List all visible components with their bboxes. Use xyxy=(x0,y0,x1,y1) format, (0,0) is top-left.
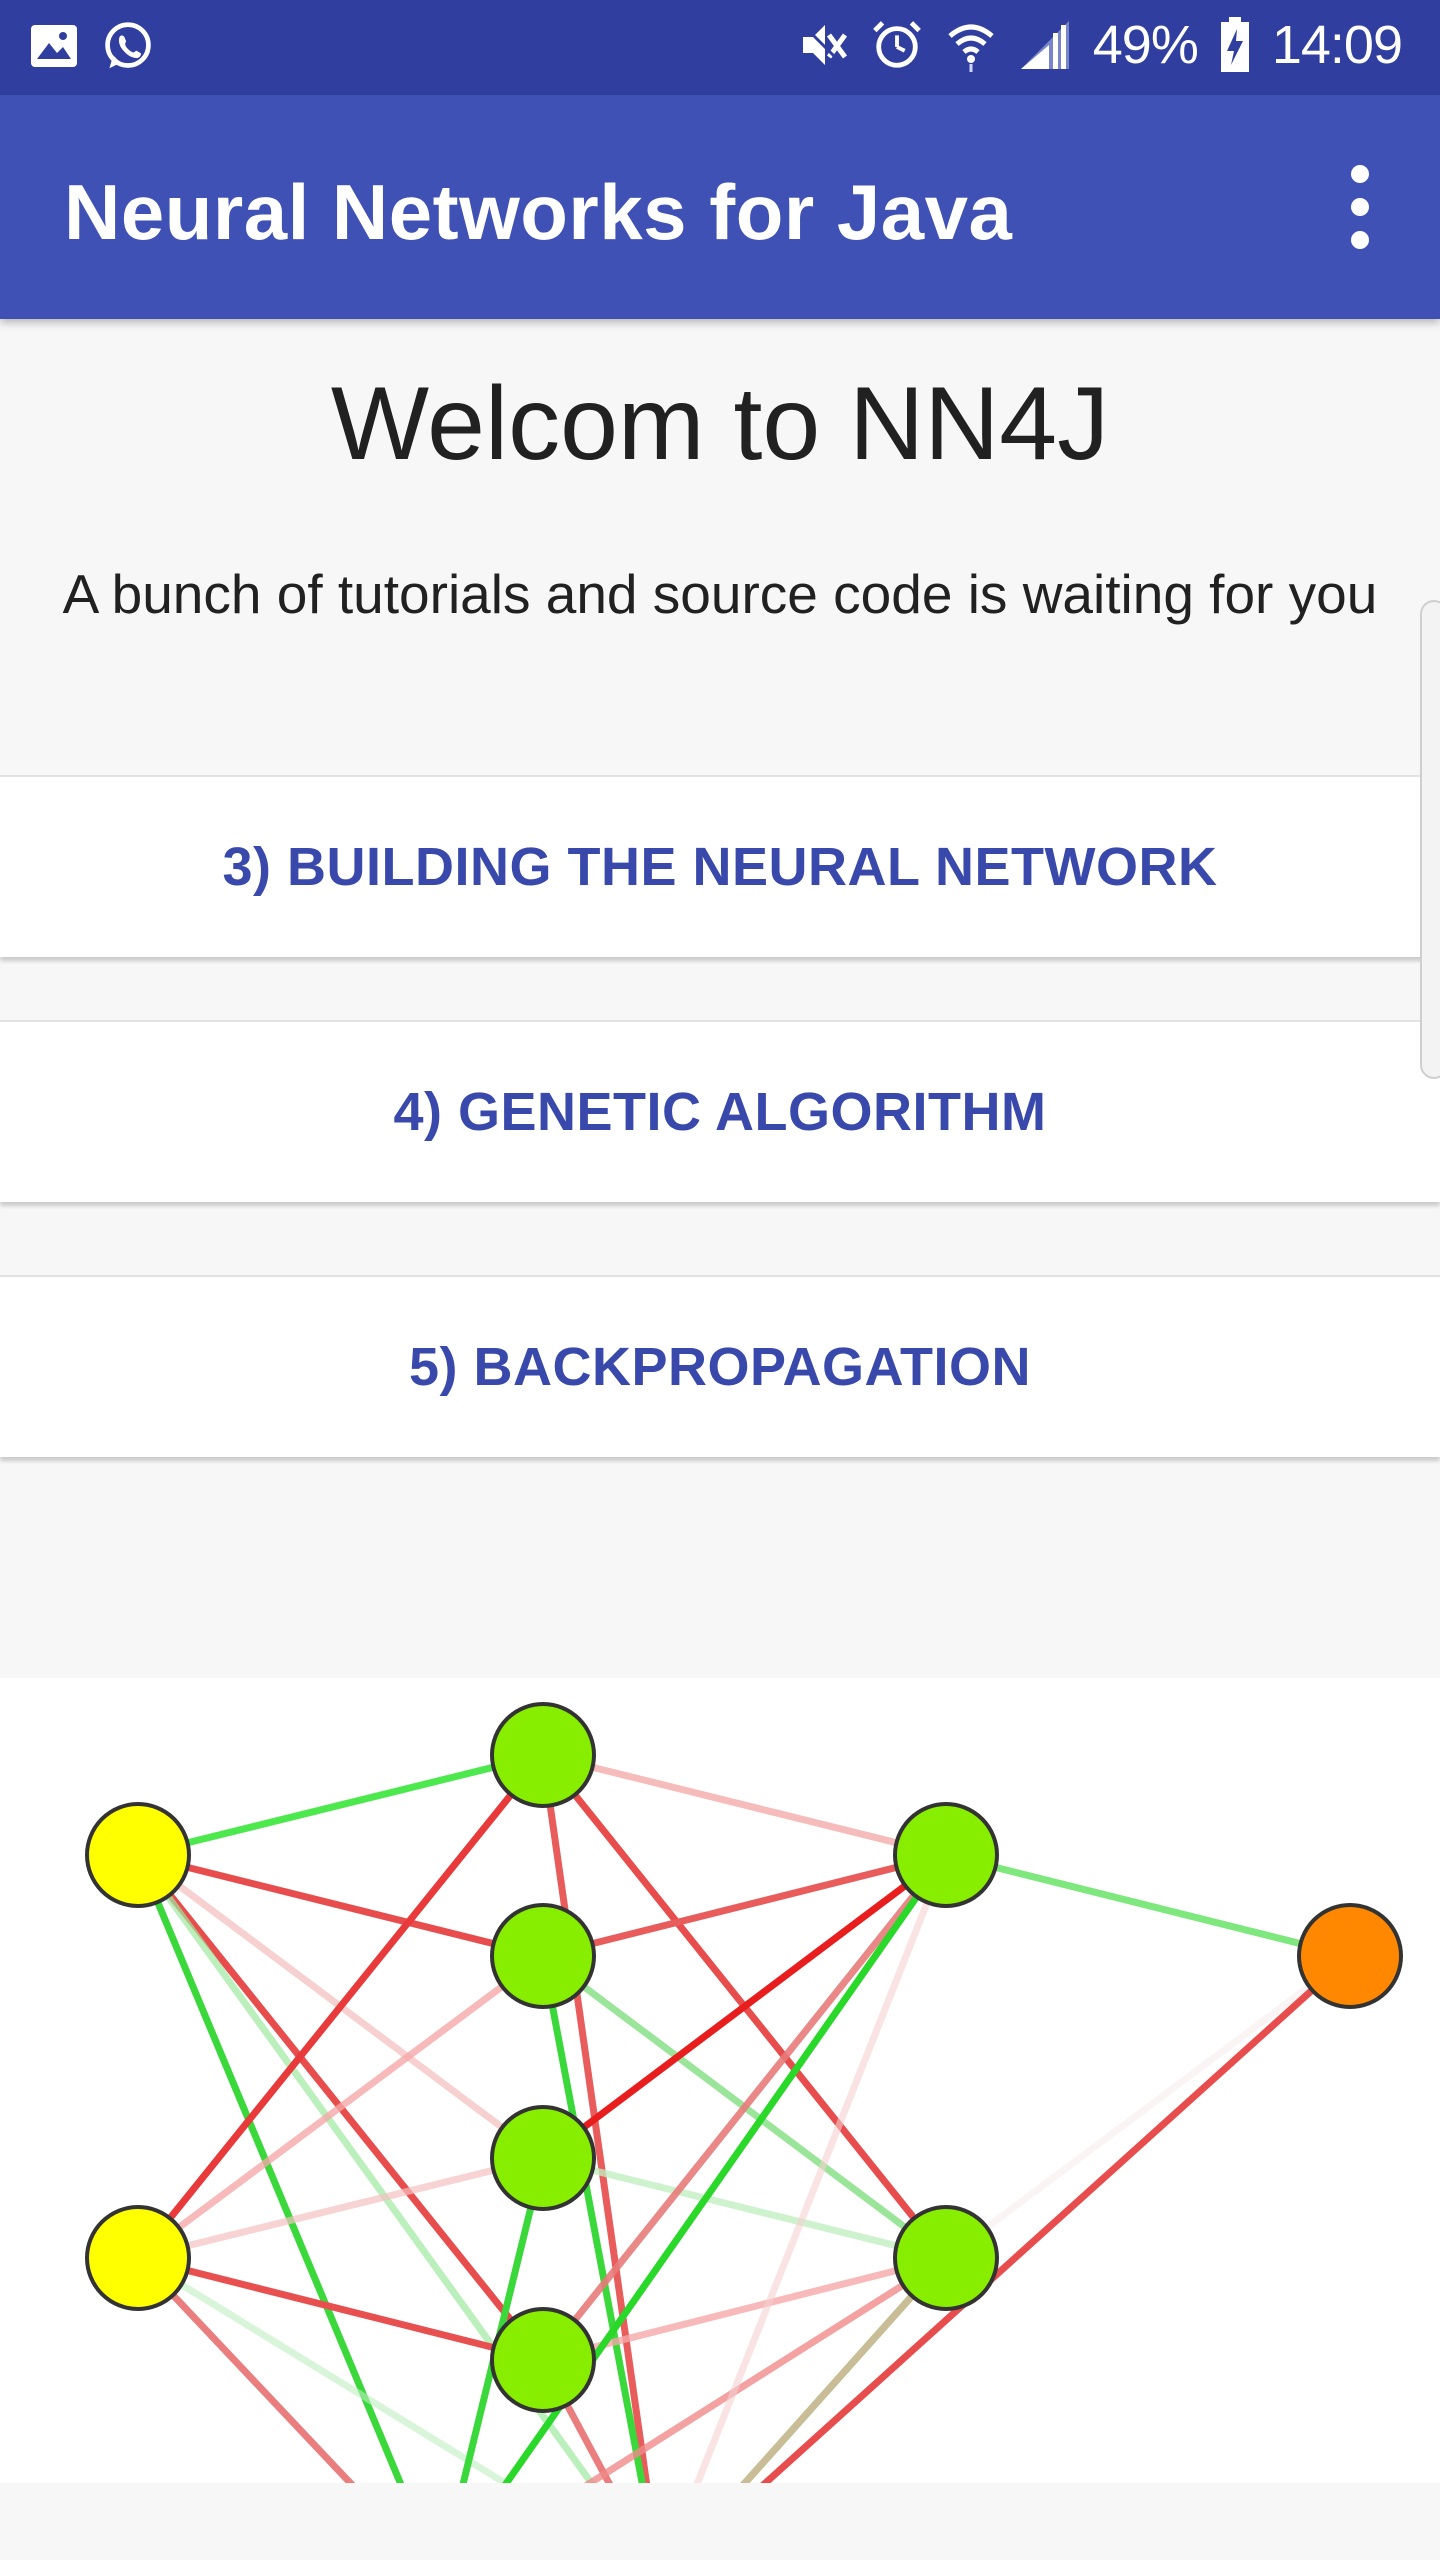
network-connection xyxy=(539,1754,651,2483)
hidden-node xyxy=(893,2205,999,2311)
mute-icon xyxy=(797,15,849,75)
network-connection xyxy=(540,1852,949,2363)
welcome-subtitle: A bunch of tutorials and source code is … xyxy=(62,563,1378,625)
network-connection xyxy=(943,1953,1353,2261)
network-connection xyxy=(760,1953,1353,2483)
network-connection xyxy=(137,1751,544,1859)
network-connection xyxy=(583,2255,948,2483)
wifi-icon xyxy=(945,15,997,75)
network-connection xyxy=(135,1852,596,2483)
whatsapp-icon xyxy=(102,16,154,76)
network-connection xyxy=(135,1752,546,2261)
network-connection xyxy=(134,1853,405,2483)
network-connection xyxy=(540,1852,949,2161)
network-connection xyxy=(542,1851,947,1960)
status-bar: 49% 14:09 xyxy=(0,0,1440,95)
network-connection xyxy=(945,1851,1351,1960)
network-connection xyxy=(542,2254,947,2364)
alarm-icon xyxy=(871,15,923,75)
tutorial-button-backpropagation[interactable]: 5) BACKPROPAGATION xyxy=(0,1275,1440,1457)
network-connection xyxy=(539,1955,646,2483)
network-connection xyxy=(542,1751,947,1859)
neural-network-diagram xyxy=(0,1678,1440,2483)
scroll-indicator[interactable] xyxy=(1420,600,1440,1079)
battery-percent: 49% xyxy=(1092,15,1199,75)
hidden-node xyxy=(490,2307,596,2413)
hidden-node xyxy=(893,1802,999,1908)
battery-icon xyxy=(1220,15,1250,75)
output-node xyxy=(1297,1903,1403,2009)
welcome-heading: Welcom to NN4J xyxy=(330,366,1110,482)
clock: 14:09 xyxy=(1271,15,1403,75)
network-connection xyxy=(740,2255,949,2483)
neural-network-svg xyxy=(85,1702,1403,2483)
network-connection xyxy=(136,2255,512,2483)
app-bar: Neural Networks for Java xyxy=(0,95,1440,319)
network-connection xyxy=(137,2254,544,2364)
network-connection xyxy=(135,2255,356,2483)
network-connection xyxy=(502,1852,949,2483)
tutorial-button-genetic-algorithm[interactable]: 4) GENETIC ALGORITHM xyxy=(0,1020,1440,1202)
signal-icon xyxy=(1019,15,1071,75)
network-connection xyxy=(135,1953,546,2261)
hidden-node xyxy=(490,1903,596,2009)
network-connection xyxy=(693,1853,950,2483)
hidden-node xyxy=(490,1702,596,1808)
network-connection xyxy=(137,2154,544,2262)
gallery-icon xyxy=(28,16,80,76)
app-title: Neural Networks for Java xyxy=(64,168,1013,256)
network-connection xyxy=(542,2154,947,2262)
network-connection xyxy=(137,1851,544,1960)
overflow-menu-icon[interactable] xyxy=(1330,165,1390,249)
input-node xyxy=(85,1802,191,1908)
hidden-node xyxy=(490,2105,596,2211)
input-node xyxy=(85,2205,191,2311)
tutorial-button-building-network[interactable]: 3) BUILDING THE NEURAL NETWORK xyxy=(0,775,1440,957)
